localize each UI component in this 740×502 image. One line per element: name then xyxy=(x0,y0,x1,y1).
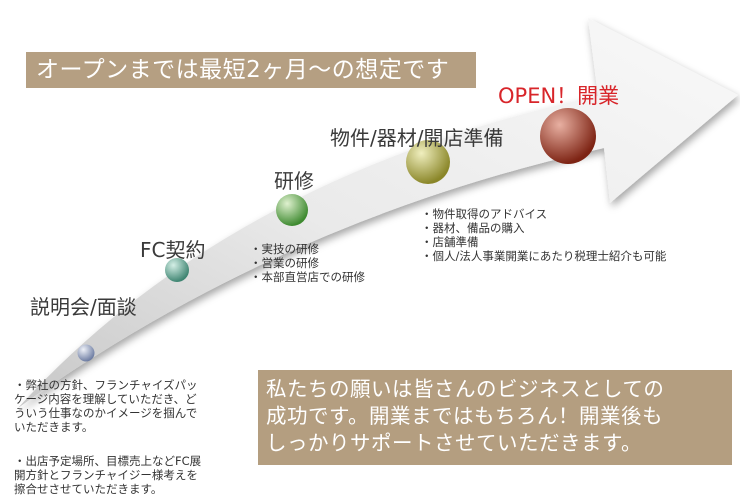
stage-ball-opening xyxy=(540,108,596,164)
message-line: 成功です。開業まではもちろん！開業後も xyxy=(266,404,663,428)
stage-ball-preparation xyxy=(406,140,450,184)
note-line: ・営業の研修 xyxy=(250,256,319,270)
note-line: ・出店予定場所、目標売上などFC展 xyxy=(14,454,202,468)
note-line: いただきます。 xyxy=(14,420,94,434)
briefing-notes-2: ・出店予定場所、目標売上などFC展 開方針とフランチャイジー様考えを 擦合せさせ… xyxy=(14,454,201,496)
stage-label-preparation: 物件/器材/開店準備 xyxy=(330,126,504,150)
stage-ball-training xyxy=(276,194,308,226)
stage-label-contract: FC契約 xyxy=(140,238,206,262)
note-line: ・店舗準備 xyxy=(421,235,479,249)
preparation-notes: ・物件取得のアドバイス ・器材、備品の購入 ・店舗準備 ・個人/法人事業開業にあ… xyxy=(421,207,666,263)
note-line: ・器材、備品の購入 xyxy=(421,221,525,235)
stage-label-opening: OPEN！開業 xyxy=(498,84,620,108)
stage-ball-briefing xyxy=(77,344,95,362)
note-line: ・実技の研修 xyxy=(250,242,319,256)
briefing-notes-1: ・弊社の方針、フランチャイズパッ ケージ内容を理解していただき、ど ういう仕事な… xyxy=(14,378,198,434)
note-line: ・個人/法人事業開業にあたり税理士紹介も可能 xyxy=(421,249,667,263)
support-message: 私たちの願いは皆さんのビジネスとしての 成功です。開業まではもちろん！開業後も … xyxy=(258,370,732,465)
note-line: 開方針とフランチャイジー様考えを xyxy=(14,468,198,482)
lead-time-banner: オープンまでは最短2ヶ月〜の想定です xyxy=(26,52,476,88)
message-line: しっかりサポートさせていただきます。 xyxy=(266,431,642,455)
stage-label-briefing: 説明会/面談 xyxy=(30,295,137,319)
note-line: ケージ内容を理解していただき、ど xyxy=(14,392,197,406)
note-line: 擦合せさせていただきます。 xyxy=(14,482,163,496)
message-line: 私たちの願いは皆さんのビジネスとしての xyxy=(266,377,665,401)
training-notes: ・実技の研修 ・営業の研修 ・本部直営店での研修 xyxy=(250,242,365,284)
stage-label-training: 研修 xyxy=(274,169,314,193)
stage-ball-contract xyxy=(165,258,189,282)
note-line: ういう仕事なのかイメージを掴んで xyxy=(14,406,198,420)
note-line: ・物件取得のアドバイス xyxy=(421,207,548,221)
note-line: ・弊社の方針、フランチャイズパッ xyxy=(14,378,198,392)
note-line: ・本部直営店での研修 xyxy=(250,270,365,284)
